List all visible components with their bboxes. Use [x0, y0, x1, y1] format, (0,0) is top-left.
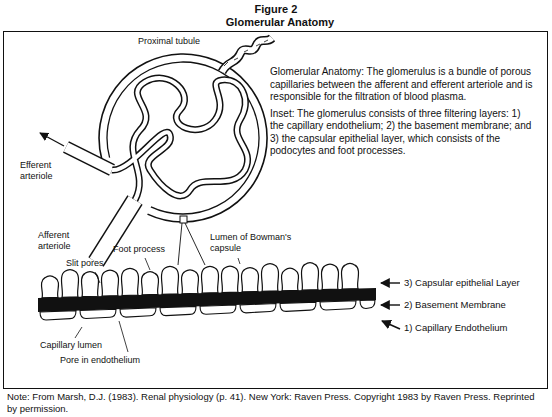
- layer-label: 2) Basement Membrane: [404, 299, 506, 310]
- zoom-line: [185, 223, 205, 265]
- foot-process: [61, 270, 78, 298]
- endothelial-cell: [120, 308, 156, 317]
- part-label: Foot process: [113, 244, 165, 255]
- foot-process: [281, 268, 298, 290]
- efferent-arteriole-lumen: [66, 147, 112, 170]
- capillary-tuft: [112, 78, 248, 200]
- endothelial-cell: [320, 301, 356, 310]
- source-note: Note: From Marsh, D.J. (1983). Renal phy…: [7, 391, 545, 414]
- foot-process: [181, 270, 198, 294]
- part-label: Efferent arteriole: [20, 160, 72, 182]
- endothelial-cell: [40, 311, 76, 320]
- part-label: Afferent arteriole: [38, 230, 88, 252]
- leader-line: [145, 258, 150, 270]
- layer-label: 1) Capillary Endothelium: [404, 322, 508, 333]
- endothelial-cell: [240, 304, 276, 313]
- part-label: Pore in endothelium: [60, 355, 140, 366]
- foot-process: [81, 272, 98, 297]
- layer-label: 3) Capsular epithelial Layer: [404, 277, 520, 288]
- layer-arrow: [381, 304, 400, 305]
- description-text: Inset: The glomerulus consists of three …: [270, 108, 534, 158]
- part-label: Proximal tubule: [138, 36, 200, 47]
- foot-process: [301, 263, 318, 290]
- layer-arrow: [382, 321, 400, 329]
- layer-arrow: [381, 282, 400, 283]
- foot-process: [241, 268, 258, 292]
- capillary-endothelium: [40, 300, 375, 320]
- part-label: Slit pores: [66, 258, 104, 269]
- foot-process: [201, 266, 218, 293]
- foot-process: [261, 264, 278, 292]
- foot-process: [321, 264, 338, 289]
- tubule-hatching: [224, 40, 268, 66]
- foot-process: [341, 264, 358, 289]
- endothelial-cell: [160, 306, 196, 315]
- endothelial-cell: [360, 300, 375, 309]
- proximal-tubule-lumen: [222, 38, 272, 72]
- part-label: Capillary lumen: [40, 340, 102, 351]
- foot-process: [141, 272, 158, 295]
- endothelial-cell: [200, 305, 236, 314]
- figure-title: Figure 2: [0, 3, 552, 16]
- efferent-arteriole: [66, 147, 112, 170]
- foot-process: [121, 268, 138, 295]
- foot-process: [161, 267, 178, 295]
- capsule-inner-wall: [107, 62, 259, 214]
- part-label: Lumen of Bowman's capsule: [210, 232, 294, 254]
- foot-process: [101, 270, 118, 296]
- inset-marker: [180, 216, 187, 223]
- foot-process: [221, 266, 238, 292]
- flow-arrow: [40, 133, 64, 146]
- figure-subtitle: Glomerular Anatomy: [4, 16, 552, 29]
- capillary-tuft-lumen: [112, 78, 248, 200]
- endothelial-cell: [80, 309, 116, 318]
- proximal-tubule: [222, 38, 272, 72]
- leader-line: [75, 327, 82, 338]
- leader-line: [95, 272, 100, 283]
- description-text: Glomerular Anatomy: The glomerulus is a …: [270, 66, 534, 104]
- zoom-line: [178, 223, 182, 265]
- leader-line: [238, 258, 240, 264]
- figure-frame: [4, 32, 548, 389]
- endothelial-cell: [280, 302, 316, 311]
- leader-line: [119, 321, 128, 352]
- capsule-outer-wall: [99, 54, 267, 222]
- foot-process: [41, 276, 58, 298]
